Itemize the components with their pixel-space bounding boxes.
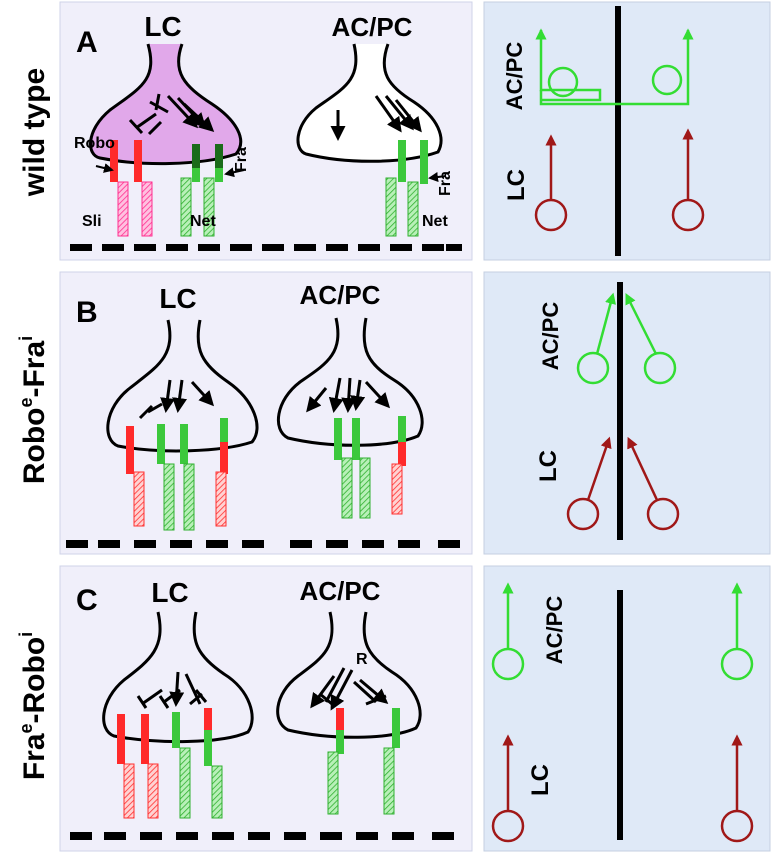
title-acpc-c: AC/PC: [300, 576, 381, 606]
signal-arrows-lc-a: [128, 93, 215, 136]
schematic-label-acpc-b: AC/PC: [538, 302, 563, 371]
row-c: Frae-Roboi C LC AC/PC R: [16, 565, 771, 852]
schematic-label-acpc-c: AC/PC: [542, 596, 567, 665]
schematic-label-acpc-a: AC/PC: [502, 42, 527, 111]
row-label-robo-fra: Roboe-Frai: [16, 336, 51, 484]
midline-bar-a: [615, 6, 621, 256]
acpc-axons-c: [491, 582, 754, 681]
title-lc-a: LC: [144, 11, 181, 42]
receptors-lc-c: [117, 708, 223, 819]
title-lc-c: LC: [151, 577, 188, 608]
panel-c-schematic: [483, 565, 771, 852]
receptors-lc-b: [126, 418, 228, 531]
growth-cone-acpc-c: [276, 611, 422, 739]
lc-axons-c: [491, 734, 754, 843]
signal-arrows-acpc-a: [330, 95, 422, 141]
panel-letter-c: C: [76, 584, 98, 617]
label-net-left: Net: [190, 213, 216, 230]
lc-axons-a: [534, 128, 705, 232]
receptors-acpc-a: [385, 140, 428, 237]
receptors-acpc-c: [327, 708, 400, 815]
signal-arrows-lc-b: [138, 379, 215, 420]
receptors-lc-a: [110, 140, 223, 237]
acpc-axons-b: [576, 292, 677, 385]
label-fra-left: Fra: [233, 147, 250, 172]
row-b: Roboe-Frai B LC AC/PC: [16, 271, 771, 555]
signal-arrows-acpc-b: [306, 377, 391, 413]
growth-cone-lc-b: [106, 319, 259, 453]
schematic-label-lc-a: LC: [503, 169, 530, 201]
midline-dashes-b: [66, 540, 460, 548]
label-robo: Robo: [74, 135, 115, 152]
label-net-right: Net: [422, 213, 448, 230]
title-acpc-b: AC/PC: [300, 280, 381, 310]
row-label-fra-robo: Frae-Roboi: [16, 632, 51, 780]
label-r: R: [356, 651, 368, 668]
panel-c-diagram: [59, 565, 473, 852]
panel-letter-b: B: [76, 296, 98, 329]
row-label-wild-type: wild type: [18, 68, 51, 197]
midline-dashes-a: [70, 244, 462, 251]
growth-cone-lc-a: [89, 43, 243, 166]
schematic-label-lc-c: LC: [527, 764, 554, 796]
panel-a-schematic: [483, 1, 771, 261]
label-fra-right: Fra: [437, 171, 454, 196]
panel-b-diagram: [59, 271, 473, 555]
panel-letter-a: A: [76, 26, 98, 59]
schematic-label-lc-b: LC: [535, 450, 562, 482]
midline-dashes-c: [70, 832, 454, 840]
row-a: wild type A LC AC/PC: [18, 1, 771, 261]
midline-bar-b: [617, 282, 623, 540]
title-lc-b: LC: [159, 283, 196, 314]
receptors-acpc-b: [334, 416, 406, 519]
panel-b-schematic: [483, 271, 771, 555]
signal-arrows-lc-c: [136, 671, 208, 709]
acpc-axons-a: [535, 28, 694, 106]
title-acpc-a: AC/PC: [332, 12, 413, 42]
midline-bar-c: [617, 590, 623, 840]
signal-arrows-acpc-c: [310, 667, 389, 711]
growth-cone-lc-c: [102, 611, 254, 744]
label-sli: Sli: [82, 213, 102, 230]
lc-axons-b: [566, 436, 680, 531]
